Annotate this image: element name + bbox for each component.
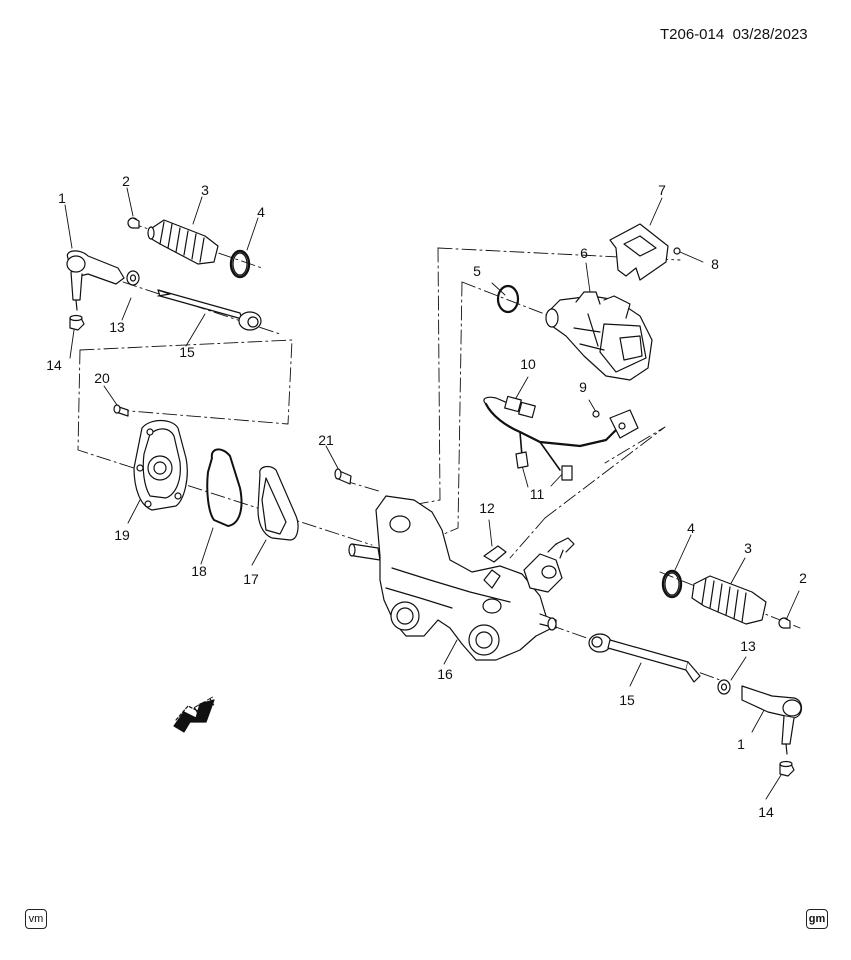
- jam-nut-right-13: [717, 679, 731, 695]
- electric-motor-6: [545, 291, 653, 381]
- document-header: T206-014 03/28/2023: [660, 26, 808, 43]
- motor-housing-19: [133, 419, 188, 511]
- bolt-9: [592, 410, 600, 418]
- callout-8: 8: [711, 256, 719, 272]
- callout-2-right: 2: [799, 570, 807, 586]
- callout-18: 18: [191, 563, 207, 579]
- callout-9: 9: [579, 379, 587, 395]
- callout-labels: 1 2 3 4 13 14 15 20 21 19 18 17 5 6 7 8 …: [46, 173, 807, 820]
- callout-3-left: 3: [201, 182, 209, 198]
- callout-4-left: 4: [257, 204, 265, 220]
- bolt-8: [673, 247, 681, 255]
- nut-right-14: [779, 760, 795, 777]
- clips-11: [515, 451, 573, 481]
- vm-logo-badge: vm: [25, 909, 47, 929]
- callout-11: 11: [530, 486, 545, 502]
- document-date: 03/28/2023: [732, 26, 808, 43]
- inner-tie-rod-left-15: [157, 289, 262, 331]
- band-17: [257, 465, 299, 541]
- front-direction-arrow: FRT: [173, 694, 219, 733]
- outer-tie-rod-end-right: [741, 685, 803, 755]
- callout-14-right: 14: [758, 804, 774, 820]
- gasket-18: [206, 448, 243, 527]
- callout-10: 10: [520, 356, 536, 372]
- o-ring-5: [496, 284, 520, 314]
- callout-6: 6: [580, 245, 588, 261]
- callout-7: 7: [658, 182, 666, 198]
- bracket-7: [609, 223, 669, 281]
- bolt-20: [113, 404, 129, 417]
- seal-12: [483, 545, 507, 563]
- clamp-left-2: [127, 217, 140, 229]
- clamp-right-2: [778, 617, 791, 629]
- jam-nut-left-13: [126, 270, 140, 286]
- callout-3-right: 3: [744, 540, 752, 556]
- callout-1-left: 1: [58, 190, 66, 206]
- callout-15-right: 15: [619, 692, 635, 708]
- boot-left-3: [147, 219, 219, 265]
- callout-13-right: 13: [740, 638, 756, 654]
- bolt-21: [334, 468, 352, 485]
- callout-17: 17: [243, 571, 259, 587]
- wiring-harness-10: [483, 395, 639, 471]
- outer-tie-rod-end-left: [66, 250, 125, 311]
- clamp-left-4: [229, 249, 251, 279]
- inner-tie-rod-right-15: [588, 633, 701, 683]
- callout-15-left: 15: [179, 344, 195, 360]
- gm-logo-badge: gm: [806, 909, 828, 929]
- callout-19: 19: [114, 527, 130, 543]
- callout-12: 12: [479, 500, 495, 516]
- callout-14-left: 14: [46, 357, 62, 373]
- callout-21: 21: [318, 432, 334, 448]
- clamp-right-4: [661, 569, 683, 599]
- boot-right-3: [691, 575, 767, 625]
- callout-16: 16: [437, 666, 453, 682]
- document-id: T206-014: [660, 26, 725, 43]
- callout-2-left: 2: [122, 173, 130, 189]
- callout-4-right: 4: [687, 520, 695, 536]
- steering-gear-housing-16: [348, 495, 575, 661]
- callout-5: 5: [473, 263, 481, 279]
- callout-1-right: 1: [737, 736, 745, 752]
- callout-20: 20: [94, 370, 110, 386]
- callout-13-left: 13: [109, 319, 125, 335]
- nut-left-14: [69, 314, 85, 331]
